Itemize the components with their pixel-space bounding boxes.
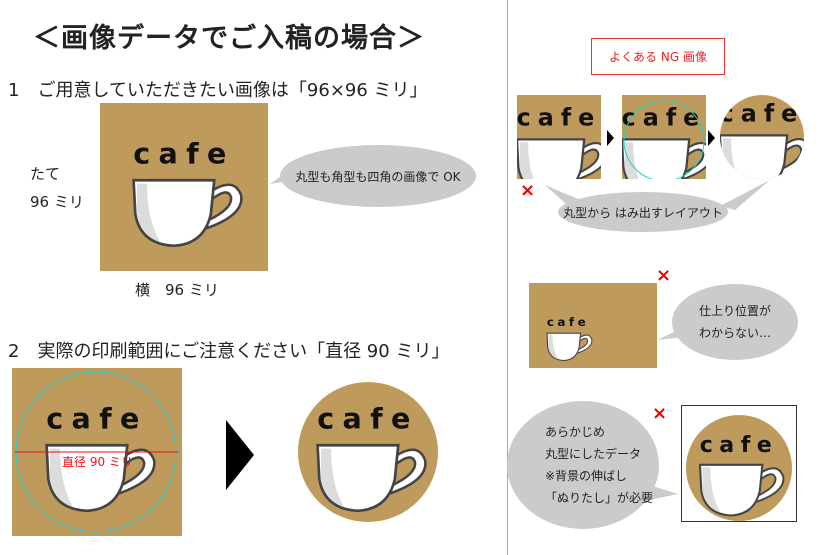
section2-heading: 2 実際の印刷範囲にご注意ください「直径 90 ミリ」	[8, 341, 450, 362]
print-circle-guide	[15, 371, 179, 533]
arrow-right-icon	[607, 130, 614, 146]
ng-example-guide	[622, 95, 706, 179]
ng-title: よくある NG 画像	[609, 50, 707, 64]
ng-title-box: よくある NG 画像	[591, 38, 725, 75]
arrow-right-icon	[708, 130, 715, 146]
ng-bubble1-text: 丸型から はみ出すレイアウト	[563, 205, 723, 220]
ok-speech-bubble: 丸型も角型も四角の画像で OK	[280, 145, 476, 207]
ng-bubble3-line: 丸型にしたデータ	[545, 447, 642, 461]
arrow-right-icon	[226, 420, 254, 490]
round-artwork-small	[686, 415, 792, 521]
ok-bubble-text: 丸型も角型も四角の画像で OK	[295, 169, 461, 184]
ng-example-rect	[529, 283, 657, 368]
section1-heading: 1 ご用意していただきたい画像は「96×96 ミリ」	[8, 80, 428, 101]
ng-speech-bubble-1: 丸型から はみ出すレイアウト	[558, 192, 728, 232]
cafe-cup-illustration	[100, 103, 268, 271]
page-title: ＜画像データでご入稿の場合＞	[33, 23, 425, 54]
ng-x-mark: ×	[652, 403, 668, 424]
cafe-cup-illustration	[720, 95, 804, 179]
ng-example-boxed-circle	[681, 405, 797, 522]
cafe-cup-illustration	[298, 382, 438, 522]
cafe-cup-illustration	[686, 415, 792, 521]
height-label: たて	[30, 165, 61, 183]
ng-x-mark: ×	[520, 180, 536, 201]
ng-speech-bubble-3: あらかじめ 丸型にしたデータ ※背景の伸ばし 「ぬりたし」が必要	[507, 401, 659, 529]
ng-example-square	[517, 95, 601, 179]
height-value: 96 ミリ	[30, 193, 84, 211]
square-artwork	[100, 103, 268, 271]
ng-example-cropped	[720, 95, 804, 179]
ng-x-mark: ×	[656, 265, 672, 286]
ng-bubble2-line: 仕上り位置が	[698, 304, 771, 318]
print-circle-guide	[623, 100, 705, 179]
diameter-label: 直径 90 ミリ	[62, 455, 133, 469]
cafe-cup-illustration	[517, 95, 601, 179]
round-artwork	[298, 382, 438, 522]
ng-bubble3-line: あらかじめ	[545, 425, 606, 439]
width-label: 横 96 ミリ	[135, 281, 219, 299]
print-area-artwork: 直径 90 ミリ	[12, 368, 182, 536]
ng-speech-bubble-2: 仕上り位置が わからない…	[672, 284, 798, 360]
vertical-divider	[507, 0, 508, 555]
cafe-cup-illustration	[533, 301, 603, 371]
ng-bubble3-line: ※背景の伸ばし	[545, 469, 628, 483]
ng-bubble3-line: 「ぬりたし」が必要	[545, 491, 654, 505]
ng-bubble2-line: わからない…	[698, 326, 771, 340]
